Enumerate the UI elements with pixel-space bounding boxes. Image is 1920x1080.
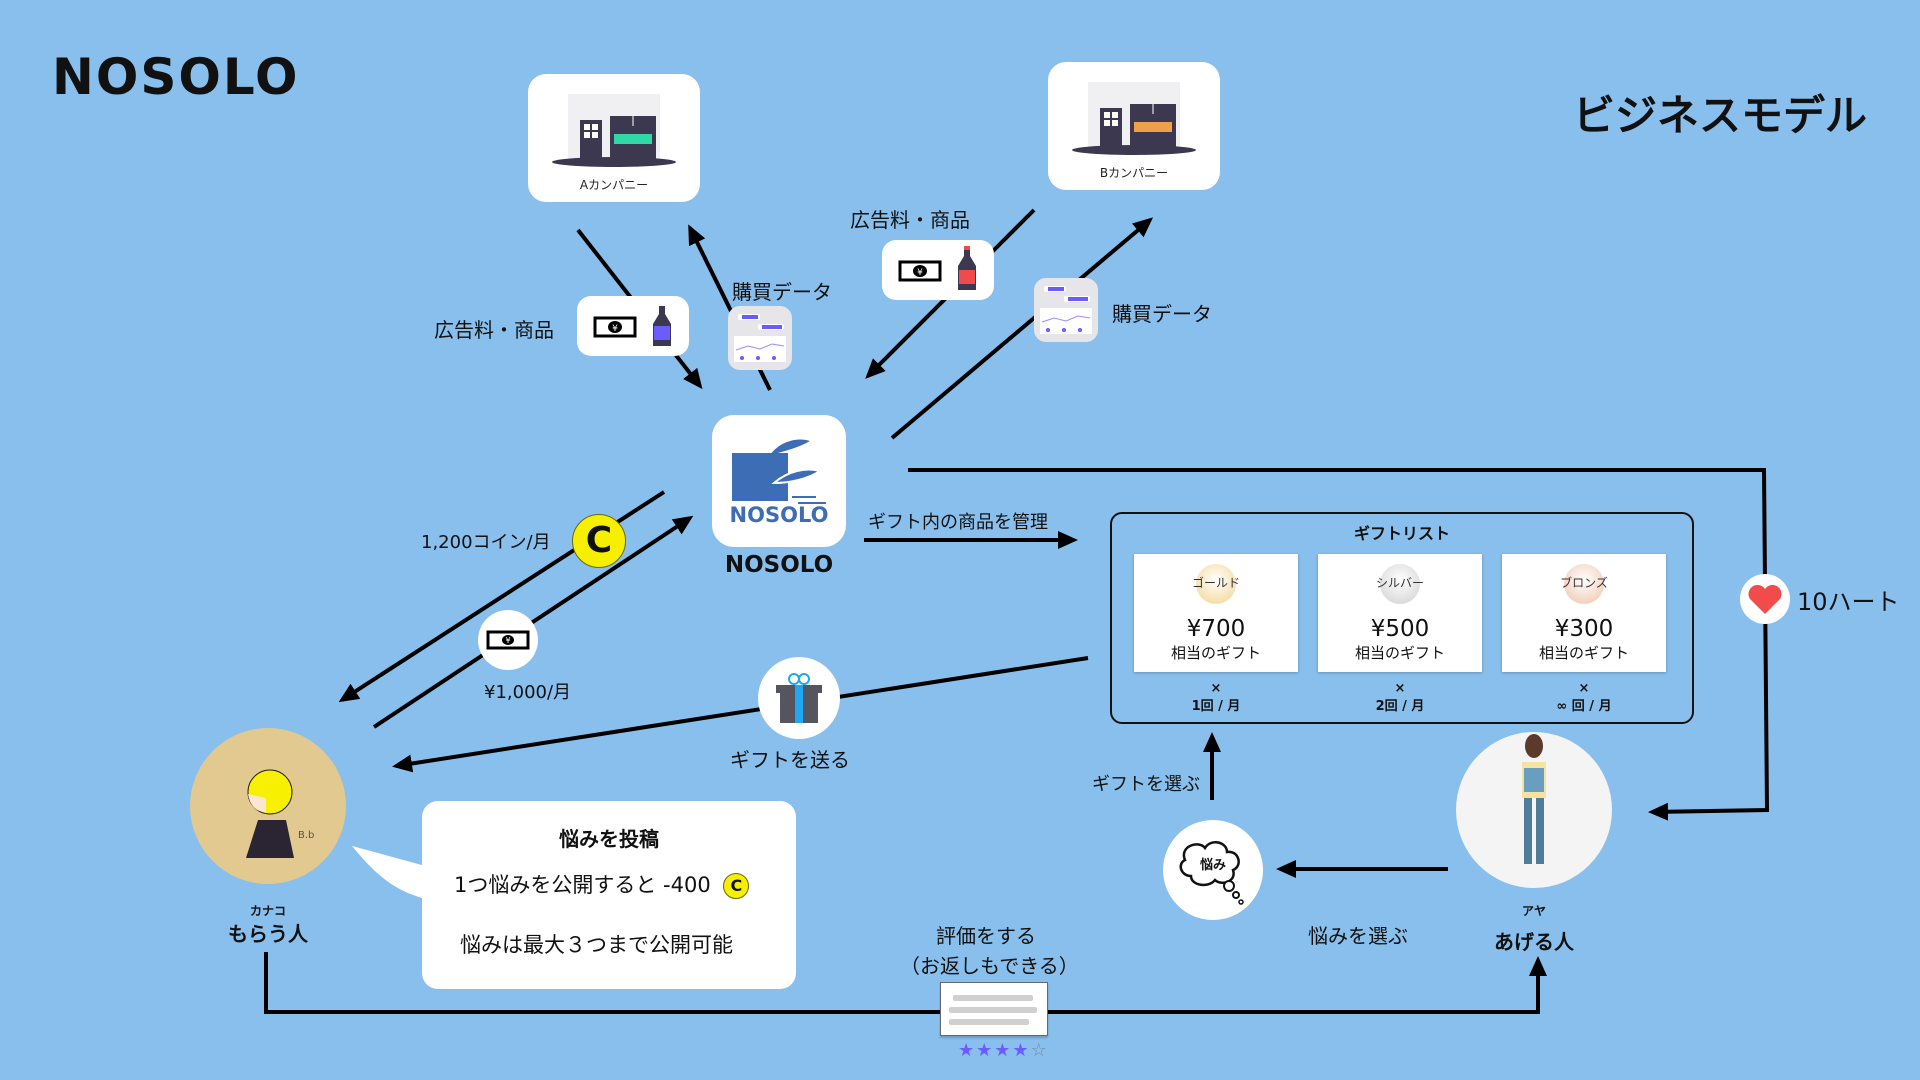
tier-price: ¥300: [1554, 616, 1614, 642]
review-card: [940, 982, 1048, 1036]
label-purchase-data-b: 購買データ: [1112, 302, 1212, 326]
label-manage-gifts: ギフト内の商品を管理: [868, 512, 1048, 533]
label-ad-fee-a: 広告料・商品: [434, 318, 554, 342]
giver-role: あげる人: [1494, 930, 1574, 954]
freq-text: 1回 / 月: [1191, 699, 1241, 714]
coin-icon: C: [572, 514, 626, 568]
receiver-name: カナコ: [249, 904, 286, 918]
coin-icon: C: [723, 873, 750, 899]
tier-name: シルバー: [1375, 576, 1424, 590]
times-mark: ×: [1210, 681, 1222, 696]
purchase-data-a-icon: [728, 306, 792, 370]
star-icon: ★: [1012, 1040, 1031, 1061]
svg-text:¥: ¥: [612, 324, 618, 334]
post-worry-limit: 悩みは最大３つまで公開可能: [460, 933, 733, 957]
nosolo-logo: NOSOLO: [52, 48, 300, 106]
silver-medal-icon: [1380, 564, 1420, 604]
times-mark: ×: [1394, 681, 1406, 696]
label-send-gift: ギフトを送る: [730, 748, 850, 772]
tier-frequency-bronze: × ∞ 回 / 月: [1502, 680, 1666, 716]
app-icon-text: NOSOLO: [729, 503, 829, 527]
ad-fee-goods-b-icon: ¥: [882, 240, 994, 300]
bronze-medal-icon: [1564, 564, 1604, 604]
tier-price: ¥500: [1370, 616, 1430, 642]
receiver-avatar: B.b: [190, 728, 346, 884]
company-a-card: Aカンパニー: [528, 74, 700, 202]
ad-fee-goods-a-icon: ¥: [577, 296, 689, 356]
post-worry-cost-text: 1つ悩みを公開すると -400: [454, 873, 711, 897]
tier-sub: 相当のギフト: [1538, 644, 1629, 662]
giver-avatar: [1456, 732, 1612, 888]
label-rate-return: （お返しもできる）: [900, 954, 1079, 978]
label-hearts: 10ハート: [1797, 588, 1900, 616]
label-coins-per-month: 1,200コイン/月: [421, 532, 551, 553]
star-icon: ★: [994, 1040, 1013, 1061]
worry-thought-icon: 悩み: [1163, 820, 1263, 920]
worry-bubble-text: 悩み: [1199, 858, 1226, 873]
purchase-data-b-icon: [1034, 278, 1098, 342]
yen-banknote-icon: ¥: [478, 610, 538, 670]
svg-text:¥: ¥: [505, 636, 510, 645]
post-worry-cost: 1つ悩みを公開すると -400 C: [454, 869, 750, 899]
nosolo-app-icon: NOSOLO: [712, 415, 846, 547]
freq-text: 2回 / 月: [1375, 699, 1425, 714]
times-mark: ×: [1578, 681, 1590, 696]
gift-box-icon: [758, 657, 840, 739]
tier-price: ¥700: [1186, 616, 1246, 642]
post-worry-bubble: 悩みを投稿 1つ悩みを公開すると -400 C 悩みは最大３つまで公開可能: [422, 801, 796, 989]
page-title: ビジネスモデル: [1573, 91, 1868, 140]
app-name: NOSOLO: [724, 552, 834, 578]
company-a-name: Aカンパニー: [579, 178, 649, 192]
gift-list: ギフトリスト ゴールド ¥700 相当のギフト シルバー ¥500 相当のギフト…: [1110, 512, 1694, 724]
tier-name: ブロンズ: [1560, 576, 1608, 590]
gold-medal-icon: [1196, 564, 1236, 604]
label-ad-fee-b: 広告料・商品: [850, 208, 970, 232]
star-icon: ★: [958, 1040, 977, 1061]
giver-name: アヤ: [1521, 904, 1546, 918]
storefront-icon: [1072, 82, 1196, 155]
storefront-icon: [552, 94, 676, 167]
gift-tier-bronze[interactable]: ブロンズ ¥300 相当のギフト: [1502, 554, 1666, 672]
receiver-role: もらう人: [228, 922, 308, 946]
freq-text: ∞ 回 / 月: [1556, 699, 1612, 714]
post-worry-heading: 悩みを投稿: [559, 827, 659, 851]
tier-name: ゴールド: [1191, 576, 1240, 590]
label-purchase-data-a: 購買データ: [732, 280, 832, 304]
tier-frequency-silver: × 2回 / 月: [1318, 680, 1482, 716]
company-b-name: Bカンパニー: [1099, 166, 1169, 180]
company-b-card: Bカンパニー: [1048, 62, 1220, 190]
gift-tier-gold[interactable]: ゴールド ¥700 相当のギフト: [1134, 554, 1298, 672]
rating-stars: ★★★★☆: [958, 1040, 1049, 1061]
label-rate: 評価をする: [936, 924, 1036, 948]
star-icon: ★: [976, 1040, 995, 1061]
tier-sub: 相当のギフト: [1354, 644, 1445, 662]
gift-list-title: ギフトリスト: [1353, 524, 1450, 543]
svg-text:¥: ¥: [917, 268, 923, 278]
label-yen-per-month: ¥1,000/月: [484, 682, 572, 703]
heart-icon: [1740, 574, 1790, 624]
label-choose-gift: ギフトを選ぶ: [1092, 774, 1200, 795]
tier-frequency-gold: × 1回 / 月: [1134, 680, 1298, 716]
tier-sub: 相当のギフト: [1170, 644, 1261, 662]
svg-text:B.b: B.b: [298, 830, 314, 841]
label-choose-worry: 悩みを選ぶ: [1308, 924, 1408, 948]
star-empty-icon: ☆: [1030, 1040, 1049, 1061]
gift-tier-silver[interactable]: シルバー ¥500 相当のギフト: [1318, 554, 1482, 672]
